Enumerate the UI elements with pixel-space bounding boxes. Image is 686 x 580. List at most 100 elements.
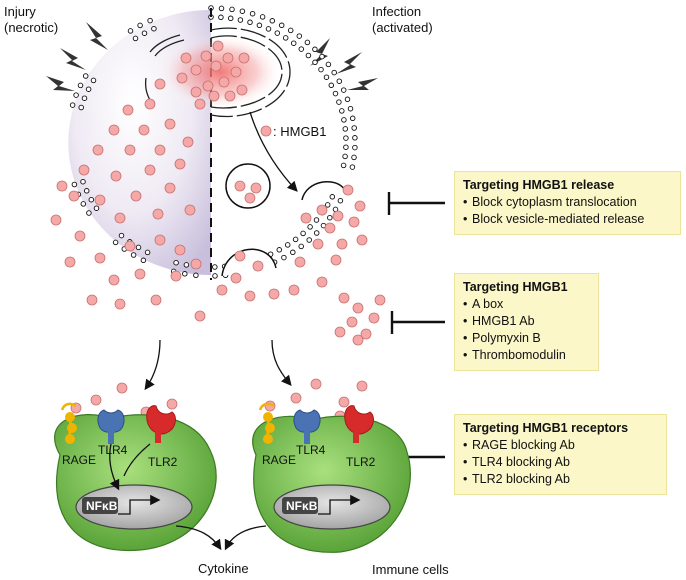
membrane-lipid [81, 95, 88, 101]
membrane-lipid [141, 30, 148, 36]
hmgb1-molecule [86, 294, 98, 306]
hmgb1-molecule [110, 170, 122, 182]
membrane-lipid [78, 104, 84, 111]
hmgb1-molecule [190, 258, 202, 270]
membrane-lipid [336, 99, 342, 105]
hmgb1-molecule [218, 76, 230, 88]
rage-receptor-left [60, 402, 77, 444]
membrane-lipid [73, 92, 79, 98]
hmgb1-molecule [194, 310, 206, 322]
membrane-lipid [339, 108, 345, 114]
membrane-lipid [296, 33, 303, 39]
hmgb1-molecule [360, 328, 372, 340]
hmgb1-molecule [180, 52, 192, 64]
hmgb1-molecule [316, 204, 328, 216]
hmgb1-molecule [138, 124, 150, 136]
hmgb1-molecule [338, 396, 350, 408]
membrane-lipid [90, 77, 97, 84]
hmgb1-molecule [152, 208, 164, 220]
membrane-lipid [312, 46, 318, 53]
hmgb1-molecule [310, 378, 322, 390]
hmgb1-legend-label: : HMGB1 [273, 124, 326, 139]
transcription-arrow-left [118, 494, 161, 515]
membrane-lipid [318, 66, 324, 73]
hmgb1-molecule [332, 210, 344, 222]
hmgb1-molecule [222, 52, 234, 64]
tlr2-receptor-left [146, 405, 176, 443]
nfkb-box-right [282, 497, 318, 514]
membrane-lipid [127, 28, 134, 34]
hmgb1-molecule [144, 98, 156, 110]
membrane-lipid [343, 144, 349, 150]
receptors-left [60, 402, 176, 491]
vesicle [225, 163, 271, 209]
exocytosis-pocket [301, 181, 346, 201]
hmgb1-molecule [268, 288, 280, 300]
tlr4-receptor-right [293, 409, 321, 444]
membrane-lipid [313, 217, 320, 223]
targeting-receptors-list: RAGE blocking Ab TLR4 blocking Ab TLR2 b… [463, 437, 658, 488]
nuclear-fragment [154, 39, 185, 57]
tlr2-label-left: TLR2 [148, 455, 178, 469]
membrane-lipid [147, 17, 153, 24]
transcription-arrow-right [318, 494, 361, 515]
hmgb1-molecule [154, 144, 166, 156]
immune-cells-label: Immune cells [372, 562, 449, 577]
membrane-lipid [329, 194, 336, 200]
signal-branch-left [123, 443, 151, 477]
lightning-bolt-icon [86, 22, 108, 50]
membrane-lipid [337, 197, 344, 204]
hmgb1-molecule [200, 50, 212, 62]
hmgb1-molecule [164, 182, 176, 194]
membrane-lipid [325, 61, 332, 68]
membrane-lipid [274, 30, 281, 36]
hmgb1-molecule [90, 394, 102, 406]
hmgb1-molecule [346, 316, 358, 328]
hmgb1-molecule [78, 164, 90, 176]
inhibition-bar-icons [387, 192, 445, 469]
hmgb1-molecule [224, 90, 236, 102]
hmgb1-molecule [184, 204, 196, 216]
tlr4-label-right: TLR4 [296, 443, 326, 457]
membrane-lipid [298, 243, 304, 250]
hmgb1-molecule [234, 250, 246, 262]
hmgb1-molecule [182, 136, 194, 148]
membrane-lipid [307, 224, 313, 230]
membrane-lipid [305, 52, 312, 59]
hmgb1-molecule [230, 272, 242, 284]
membrane-lipid [287, 27, 294, 34]
nuclear-envelope-inner [210, 35, 283, 109]
hmgb1-molecule [134, 268, 146, 280]
targeting-hmgb1-box: Targeting HMGB1 A box HMGB1 Ab Polymyxin… [454, 273, 599, 371]
membrane-lipid [247, 19, 253, 26]
membrane-lipid [352, 135, 358, 141]
hmgb1-molecule [230, 66, 242, 78]
membrane-lipid [327, 214, 333, 221]
membrane-lipid [85, 86, 92, 92]
membrane-lipid [292, 236, 299, 243]
hmgb1-molecule [154, 234, 166, 246]
membrane-lipid [135, 244, 142, 251]
tlr2-receptor-right [344, 405, 374, 443]
hmgb1-molecule [312, 238, 324, 250]
hmgb1-molecule [330, 254, 342, 266]
cytokine-arrow-left [175, 525, 222, 551]
membrane-lipid [290, 249, 296, 256]
hmgb1-molecule [290, 392, 302, 404]
membrane-lipid [132, 35, 139, 42]
membrane-lipid [276, 247, 283, 253]
hmgb1-molecule [244, 192, 256, 204]
tlr4-receptor-left [97, 409, 125, 444]
hmgb1-molecule [190, 64, 202, 76]
membrane-lipid [88, 196, 95, 203]
hmgb1-molecule [208, 90, 220, 102]
nfkb-label-right: NFκB [286, 499, 318, 513]
hmgb1-molecule [74, 230, 86, 242]
membrane-lipid [278, 22, 285, 29]
down-arrow-right [271, 339, 292, 386]
hmgb1-molecule [316, 276, 328, 288]
release-arrow [249, 111, 298, 192]
hmgb1-molecule [352, 302, 364, 314]
list-item: Polymyxin B [463, 330, 590, 347]
targeting-receptors-title: Targeting HMGB1 receptors [463, 421, 629, 435]
